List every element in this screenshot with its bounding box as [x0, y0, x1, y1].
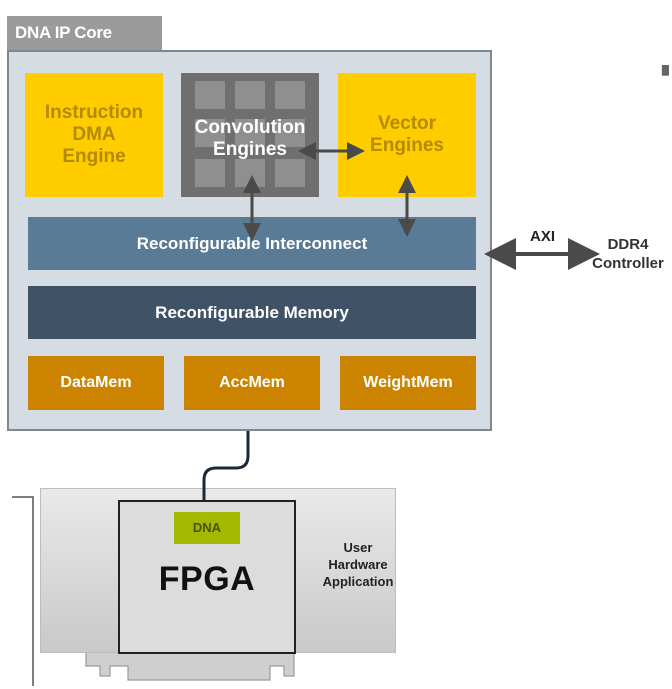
core-fpga-cable: [202, 431, 250, 502]
axi-label: AXI: [530, 228, 556, 245]
dna-chip-label: DNA: [174, 512, 240, 544]
fpga-label: FPGA: [158, 560, 256, 598]
accmem-label: AccMem: [219, 373, 285, 391]
datamem-label: DataMem: [60, 373, 132, 391]
instruction-dma-engine-block: Instruction DMA Engine: [25, 73, 163, 197]
accmem-block: AccMem: [184, 356, 320, 410]
reconfigurable-interconnect-bar: Reconfigurable Interconnect: [28, 217, 476, 270]
vector-engines-label: Vector Engines: [370, 113, 444, 156]
corner-mark: ▘: [662, 66, 672, 86]
reconfigurable-memory-bar: Reconfigurable Memory: [28, 286, 476, 339]
weightmem-label: WeightMem: [363, 373, 453, 391]
user-hardware-application-label: User Hardware Application: [322, 540, 394, 589]
reconfigurable-memory-label: Reconfigurable Memory: [155, 302, 349, 322]
ddr4-controller-label: DDR4 Controller: [592, 236, 664, 272]
datamem-block: DataMem: [28, 356, 164, 410]
card-edge-connector: [85, 653, 295, 681]
weightmem-block: WeightMem: [340, 356, 476, 410]
left-bracket: [12, 496, 34, 686]
instruction-dma-engine-label: Instruction DMA Engine: [44, 102, 144, 167]
core-title-tab: DNA IP Core: [7, 16, 162, 50]
reconfigurable-interconnect-label: Reconfigurable Interconnect: [136, 233, 368, 253]
convolution-engines-label: Convolution Engines: [194, 117, 306, 160]
